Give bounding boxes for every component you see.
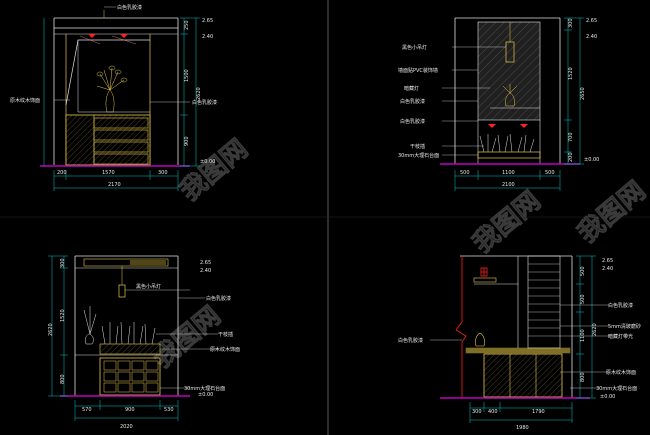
dim-label: 530 xyxy=(164,407,174,413)
level-mark: 2.40 xyxy=(586,34,597,40)
annotation-label: 白色乳胶漆 xyxy=(398,337,423,344)
dim-label: 1790 xyxy=(532,409,545,415)
level-mark: ±0.00 xyxy=(584,157,599,163)
watermark-text: 我图网 xyxy=(572,176,650,249)
dim-total: 2100 xyxy=(502,182,515,188)
level-mark: 2.40 xyxy=(200,268,211,274)
annotation-label: 30mm大理石台面 xyxy=(398,152,439,159)
dim-overall: 2620 xyxy=(196,87,202,100)
dim-label: 570 xyxy=(82,407,92,413)
level-mark: ±0.00 xyxy=(198,392,213,398)
annotation-label: 暗藏灯 xyxy=(404,85,419,92)
level-mark: ±0.00 xyxy=(600,394,615,400)
annotation-label: 白色乳胶漆 xyxy=(400,118,425,125)
annotation-label: 白色乳胶漆 xyxy=(192,99,217,106)
annotation-label: 5mm清玻磨砂 xyxy=(608,323,641,330)
dim-label: 500 xyxy=(580,266,586,276)
level-mark: 2.65 xyxy=(202,18,213,24)
dim-label: 500 xyxy=(545,170,555,176)
dim-label: 1100 xyxy=(502,170,515,176)
annotation-label: 白色乳胶漆 xyxy=(608,302,633,309)
dim-label: 300 xyxy=(568,18,574,28)
dim-total: 2170 xyxy=(108,182,121,188)
dim-overall: 2620 xyxy=(592,323,598,336)
dim-label: 300 xyxy=(60,258,66,268)
watermark-text: 我图网 xyxy=(147,301,226,374)
dim-label: 1520 xyxy=(568,67,574,80)
level-mark: 2.65 xyxy=(586,18,597,24)
dim-label: 900 xyxy=(184,136,190,146)
level-mark: 2.65 xyxy=(200,260,211,266)
annotation-label: 30mm大理石台面 xyxy=(596,385,637,392)
level-mark: 2.40 xyxy=(202,34,213,40)
dim-label: 1500 xyxy=(184,69,190,82)
annotation-label: 白色乳胶漆 xyxy=(400,98,425,105)
dim-label: 200 xyxy=(57,170,67,176)
dim-total: 2020 xyxy=(120,424,133,430)
dim-overall: 2650 xyxy=(580,87,586,100)
dim-label: 1570 xyxy=(102,170,115,176)
annotation-label: 墙面贴PVC装饰墙 xyxy=(398,67,438,74)
annotation-label: 黑色小吊灯 xyxy=(136,283,161,290)
watermark-text: 我图网 xyxy=(467,186,546,259)
elevation-top-left: 200 1570 300 2170 250 1500 900 2620 2.65… xyxy=(10,4,217,191)
dim-total: 1980 xyxy=(516,425,529,431)
annotation-label: 30mm大理石台面 xyxy=(184,385,225,392)
dim-label: 1520 xyxy=(60,309,66,322)
level-mark: 2.40 xyxy=(602,266,613,272)
annotation-label: 原木纹木饰面 xyxy=(210,346,240,353)
annotation-label: 原木纹木饰面 xyxy=(10,97,40,104)
dim-label: 400 xyxy=(488,409,498,415)
dim-label: 200 xyxy=(568,152,574,162)
dim-label: 800 xyxy=(580,372,586,382)
annotation-label: 干枝插 xyxy=(218,331,233,338)
dim-label: 250 xyxy=(184,20,190,30)
level-mark: ±0.00 xyxy=(200,159,215,165)
dim-label: 500 xyxy=(580,294,586,304)
dim-overall: 2620 xyxy=(48,323,54,336)
dim-label: 500 xyxy=(460,170,470,176)
dim-label: 800 xyxy=(60,374,66,384)
dim-label: 300 xyxy=(472,409,482,415)
level-mark: 2.65 xyxy=(602,258,613,264)
annotation-label: 原木纹木饰面 xyxy=(606,369,636,376)
annotation-label: 白色乳胶漆 xyxy=(206,295,231,302)
annotation-label: 白色乳胶漆 xyxy=(117,4,142,11)
dim-label: 1100 xyxy=(580,329,586,342)
elevation-bottom-right: 300 400 1790 1980 500 500 1100 800 2620 … xyxy=(398,255,641,431)
dim-label: 900 xyxy=(125,407,135,413)
dim-label: 300 xyxy=(158,170,168,176)
annotation-label: 暗藏灯带光 xyxy=(608,333,633,340)
dim-label: 700 xyxy=(568,132,574,142)
annotation-label: 黑色小吊灯 xyxy=(402,44,427,51)
annotation-label: 干枝插 xyxy=(410,143,425,150)
elevation-bottom-left: 570 900 530 2020 300 1520 800 2620 2.65 … xyxy=(48,255,240,430)
elevation-top-right: 500 1100 500 2100 300 1520 700 200 2650 … xyxy=(398,17,599,191)
